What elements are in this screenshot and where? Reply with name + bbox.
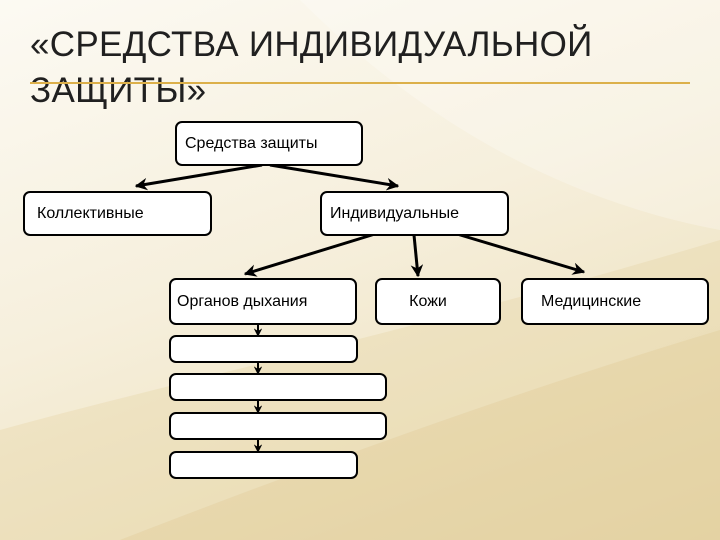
node-label: Средства защиты [185, 134, 318, 152]
node-label: Коллективные [37, 204, 144, 222]
arrow-root-collective [134, 163, 263, 191]
title-line-1: «СРЕДСТВА ИНДИВИДУАЛЬНОЙ [30, 25, 593, 64]
arrow-individual-medical [456, 232, 586, 275]
node-individual: Индивидуальные [320, 191, 509, 236]
node-medical: Медицинские [521, 278, 709, 325]
node-label: Индивидуальные [330, 204, 460, 222]
sub-box-1 [169, 335, 358, 363]
node-skin: Кожи [375, 278, 501, 325]
node-label: Органов дыхания [177, 292, 308, 310]
arrow-individual-skin [410, 234, 424, 278]
sub-box-2 [169, 373, 387, 401]
title-line-2: ЗАЩИТЫ» [30, 71, 207, 110]
arrow-root-individual [269, 163, 400, 191]
sub-box-3 [169, 412, 387, 440]
title-rule [30, 82, 690, 84]
arrow-individual-respiratory [243, 232, 376, 277]
node-label: Кожи [409, 292, 447, 310]
node-respiratory: Органов дыхания [169, 278, 357, 325]
sub-box-4 [169, 451, 358, 479]
slide-title: «СРЕДСТВА ИНДИВИДУАЛЬНОЙ ЗАЩИТЫ» [30, 22, 670, 114]
node-collective: Коллективные [23, 191, 212, 236]
node-label: Медицинские [541, 292, 642, 310]
node-protective-means: Средства защиты [175, 121, 363, 166]
